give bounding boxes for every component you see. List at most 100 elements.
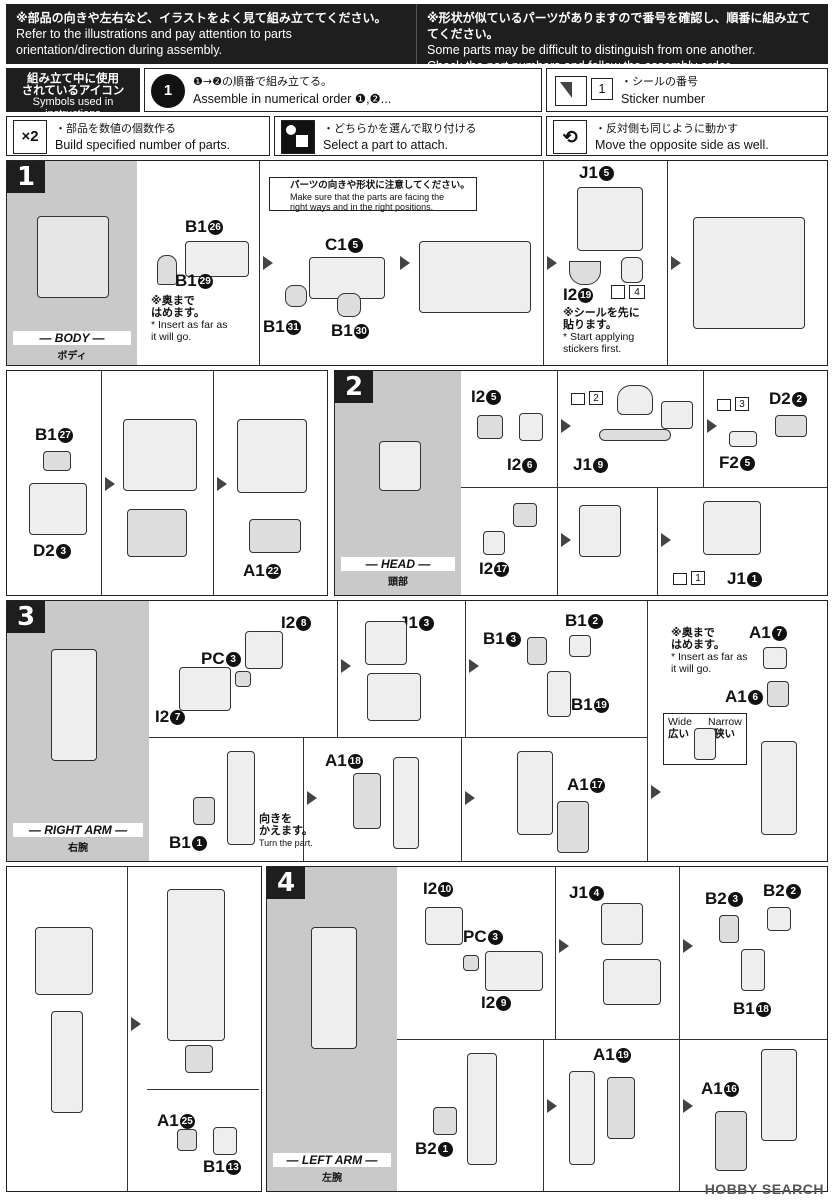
symbols-label: 組み立て中に使用 されているアイコン Symbols used in instr… [6,68,140,120]
part-a1-6-shape [767,681,789,707]
step1-banner-jp: ボディ [57,351,87,362]
step3-forearm-assembled-shape [517,751,553,835]
step3-forearm-frame-shape [227,751,255,845]
part-a1-17-shape [557,801,589,853]
part-b1-2-shape [569,635,591,657]
step1-sticker-number: 4 [629,285,645,299]
header-left-en1: Refer to the illustrations and pay atten… [16,27,292,41]
step3-number: 3 [7,601,45,633]
symbol-multiply: ×2 ・部品を数値の個数作る Build specified number of… [6,116,270,156]
left-arm-illustration [311,927,357,1049]
step3-hand-shape [185,1045,213,1073]
part-b2-3-shape [719,915,739,943]
sticker-number-box: 1 [591,78,613,100]
part-i2-17-shape [483,531,505,555]
part-d2-3-shape [29,483,87,535]
part-i2-19-shape [569,261,601,285]
step1-sticker-icon [611,285,625,299]
step1-torso-shape [123,419,197,491]
part-b1-3-shape [527,637,547,665]
step1-number: 1 [7,161,45,193]
header-left-jp: ※部品の向きや左右など、イラストをよく見て組み立ててください。 [16,11,387,25]
step1-torso-final-shape [237,419,307,493]
step2-sticker-1: 1 [691,571,705,585]
opposite-side-icon: ⟲ [553,120,587,154]
part-j1-5-shape [577,187,643,251]
step3-arm-complete-shape [167,889,225,1041]
header-left: ※部品の向きや左右など、イラストをよく見て組み立ててください。 Refer to… [6,4,417,64]
symbol-opposite: ⟲ ・反対側も同じように動かす Move the opposite side a… [546,116,828,156]
body-torso-illustration [37,216,109,298]
part-b1-1-shape [193,797,215,825]
step3-arm-final-shape [761,741,797,835]
step3-banner-jp: 右腕 [68,843,88,854]
step2-number: 2 [335,371,373,403]
narrow-label-jp: 狭い [714,728,735,740]
order-step-icon: 1 [151,74,185,108]
wide-label-jp: 広い [668,728,689,740]
step2-head-core-shape [513,503,537,527]
right-arm-illustration [51,649,97,761]
step1-sticker-note: ※シールを先に 貼ります。 * Start applying stickers … [563,306,640,356]
symbol-x2-en: Build specified number of parts. [55,138,231,152]
symbol-select-en: Select a part to attach. [323,138,449,152]
step3-upper-arm-shape [367,673,421,721]
symbol-order-jp: ❶→❷の順番で組み立てる。 [193,75,332,88]
part-i2-8-shape [245,631,283,669]
step1-banner: — BODY — [13,331,131,345]
part-a1-18-shape [353,773,381,829]
part-i2-6-shape [519,413,543,441]
part-b1-26-shape [185,241,249,277]
head-sensor-shape [617,385,653,415]
sticker-icon [555,76,587,106]
symbol-x2-jp: ・部品を数値の個数作る [55,122,176,135]
part-j1-3-shape [365,621,407,665]
step3-shoulder-shape [35,927,93,995]
part-j1-4-shape [601,903,643,945]
step1-subassembly-shape [419,241,531,313]
step4-forearm-frame-shape [467,1053,497,1165]
part-i2-5-shape [477,415,503,439]
part-b1-30-shape [337,293,361,317]
header-right-en1: Some parts may be difficult to distingui… [427,43,756,57]
symbol-select-jp: ・どちらかを選んで取り付ける [323,122,477,135]
part-a1-7-shape [763,647,787,669]
step2-banner-jp: 頭部 [388,577,408,588]
step1-waist-shape [127,509,187,557]
part-a1-19-shape [607,1077,635,1139]
header-right: ※形状が似ているパーツがありますので番号を確認し、順番に組み立ててください。 S… [417,4,828,73]
head-face-shape [661,401,693,429]
part-b1-29-shape [157,255,177,285]
step2-banner: — HEAD — [341,557,455,571]
header-right-jp: ※形状が似ているパーツがありますので番号を確認し、順番に組み立ててください。 [427,11,811,41]
step2-sticker-2: 2 [589,391,603,405]
step1-body-assembled-shape [693,217,805,329]
